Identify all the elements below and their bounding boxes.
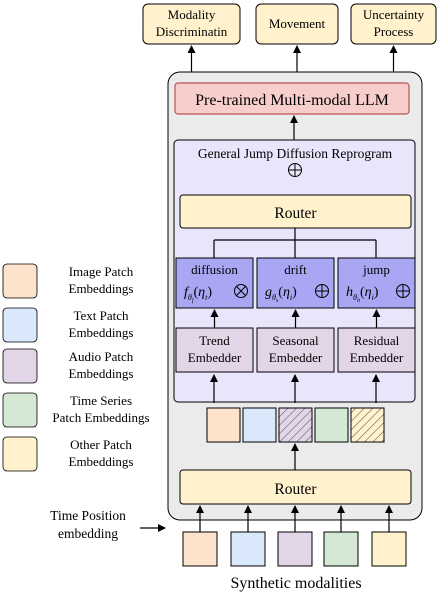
- legend-label: Time Series: [70, 393, 132, 408]
- component-diffusion: diffusion fθf(ηt): [175, 257, 254, 309]
- synthetic-modalities-row: [182, 531, 407, 567]
- arrows-into-embedders: [210, 374, 380, 403]
- legend-swatch: [2, 436, 38, 472]
- legend-swatch: [2, 348, 38, 384]
- output-movement-label: Movement: [269, 16, 326, 31]
- oplus-icon: [396, 284, 410, 298]
- patch-timeseries: [314, 407, 349, 443]
- embedder-label: Embedder: [269, 350, 323, 365]
- patch-row: [206, 407, 385, 443]
- component-drift-formula: gθs(ηi): [265, 285, 297, 304]
- synthetic-image: [182, 531, 218, 567]
- synthetic-audio: [277, 531, 313, 567]
- oplus-icon: [315, 284, 329, 298]
- output-modality-line1: Modality: [168, 7, 216, 22]
- legend-label: Embeddings: [69, 454, 134, 469]
- patch-text: [242, 407, 277, 443]
- legend-label: Audio Patch: [69, 349, 134, 364]
- legend-label: Text Patch: [73, 308, 129, 323]
- bottom-router: Router: [179, 469, 412, 505]
- output-modality-box: Modality Discriminatin: [142, 3, 241, 45]
- output-movement-box: Movement: [255, 3, 339, 45]
- embedder-label: Residual: [354, 333, 400, 348]
- synthetic-timeseries: [323, 531, 359, 567]
- component-jump: jump hθh(ηi): [337, 257, 416, 309]
- router-branch-lines: [213, 228, 377, 258]
- synthetic-modalities-label: Synthetic modalities: [230, 575, 361, 592]
- output-uncertainty-box: Uncertainty Process: [350, 3, 437, 45]
- output-modality-line2: Discriminatin: [156, 24, 228, 39]
- component-diffusion-formula: fθf(ηt): [184, 285, 212, 304]
- arrows-into-router: [196, 505, 393, 534]
- legend-label: Patch Embeddings: [52, 410, 149, 425]
- legend-label: Embeddings: [69, 325, 134, 340]
- legend-swatch: [2, 307, 38, 343]
- patch-image: [206, 407, 241, 443]
- reprogram-router: Router: [179, 194, 412, 229]
- legend-label: Embeddings: [69, 281, 134, 296]
- component-jump-formula: hθh(ηi): [346, 285, 379, 304]
- synthetic-text: [230, 531, 266, 567]
- component-drift: drift gθs(ηi): [256, 257, 335, 309]
- output-uncertainty-line2: Process: [374, 24, 414, 39]
- patch-audio: [278, 407, 313, 443]
- reprogram-title: General Jump Diffusion Reprogram: [198, 146, 393, 161]
- embedder-label: Embedder: [350, 350, 404, 365]
- bottom-router-label: Router: [274, 481, 317, 498]
- embedder-label: Trend: [199, 333, 230, 348]
- component-jump-name: jump: [362, 262, 390, 277]
- legend-swatch: [2, 263, 38, 299]
- reprogram-router-label: Router: [274, 205, 317, 222]
- legend-label: Embeddings: [69, 366, 134, 381]
- legend-label: Image Patch: [69, 264, 134, 279]
- component-drift-name: drift: [284, 262, 307, 277]
- oplus-icon: [288, 163, 302, 177]
- embedder-label: Seasonal: [272, 333, 319, 348]
- time-position-line1: Time Position: [50, 508, 126, 523]
- otimes-icon: [234, 284, 248, 298]
- synthetic-other: [371, 531, 407, 567]
- llm-box: Pre-trained Multi-modal LLM: [174, 82, 410, 115]
- legend-label: Other Patch: [70, 437, 132, 452]
- embedder-label: Embedder: [188, 350, 242, 365]
- legend-swatch: [2, 392, 38, 428]
- component-diffusion-name: diffusion: [191, 262, 238, 277]
- llm-label: Pre-trained Multi-modal LLM: [195, 92, 389, 109]
- patch-other: [350, 407, 385, 443]
- time-position-line2: embedding: [58, 526, 118, 541]
- output-uncertainty-line1: Uncertainty: [363, 7, 425, 22]
